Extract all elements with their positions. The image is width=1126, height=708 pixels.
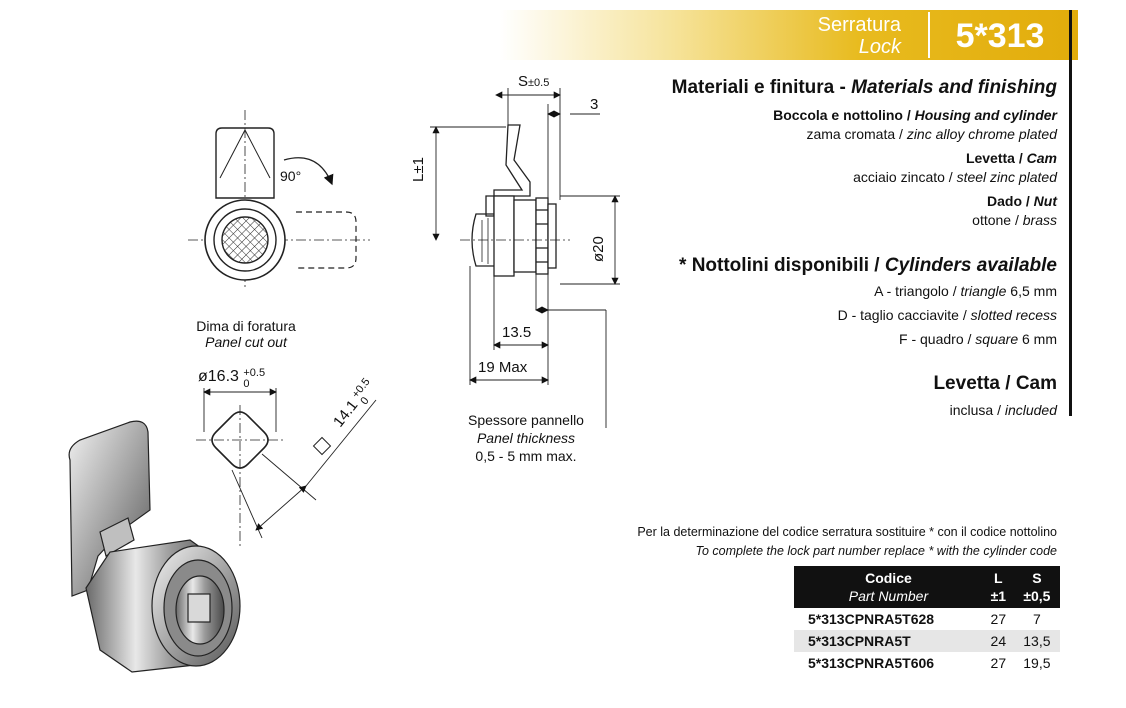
table-row: 5*313CPNRA5T 24 13,5 [794,630,1060,652]
cylinder-option-d: D - taglio cacciavite / slotted recess [838,307,1057,323]
dim-3-label: 3 [590,96,599,113]
cell-s: 19,5 [1023,655,1051,671]
header-separator [928,12,930,58]
header-title: Serratura Lock [818,14,901,58]
col-l-tolerance: ±1 [990,588,1007,604]
cell-code: 5*313CPNRA5T606 [808,655,935,671]
material-value-en: zinc alloy chrome plated [906,126,1057,142]
material-part-1: Boccola e nottolino / Housing and cylind… [773,107,1057,123]
l-dimension-label: L±1 [410,157,427,182]
header-title-en: Lock [858,36,901,58]
material-part-en: Nut [1033,193,1057,209]
cylinders-heading: * Nottolini disponibili / Cylinders avai… [679,255,1057,277]
material-value-it: ottone / [972,212,1023,228]
note-en: To complete the lock part number replace… [695,544,1057,558]
tolerance-upper: +0.5 [243,367,266,379]
cylinders-heading-en: Cylinders available [884,255,1057,276]
col-s-title: S [1032,570,1042,586]
cam-included-en: included [1004,402,1057,418]
material-value-3: ottone / brass [972,212,1057,228]
cylinder-option-it: D - taglio cacciavite / [837,307,971,323]
panel-thickness-label: Spessore pannello Panel thickness 0,5 - … [456,411,596,465]
dim-19-max-label: 19 Max [478,359,528,376]
header-title-it: Serratura [817,14,901,36]
material-value-en: steel zinc plated [956,169,1057,185]
cell-code: 5*313CPNRA5T628 [808,611,935,627]
material-part-3: Dado / Nut [987,193,1057,209]
cutout-label: Dima di foratura Panel cut out [190,318,302,350]
cylinder-option-f: F - quadro / square 6 mm [899,331,1057,347]
note-it: Per la determinazione del codice serratu… [637,525,1057,539]
cam-included: inclusa / included [950,402,1057,418]
material-value-1: zama cromata / zinc alloy chrome plated [806,126,1057,142]
cylinders-heading-it: * Nottolini disponibili / [679,255,885,276]
materials-heading: Materiali e finitura - Materials and fin… [672,77,1057,99]
col-code-subtitle: Part Number [848,588,929,604]
cylinder-option-it: F - quadro / [899,331,976,347]
cam-included-it: inclusa / [949,402,1005,418]
cell-s: 7 [1032,611,1041,627]
material-part-it: Boccola e nottolino / [773,107,915,123]
product-code: 5*313 [955,17,1045,55]
materials-heading-en: Materials and finishing [851,77,1057,98]
col-s-header: S ±0,5 [1013,566,1060,608]
cylinder-option-it: A - triangolo / [874,283,961,299]
rotation-label: 90° [280,168,302,184]
cell-l: 24 [982,630,1014,652]
cylinder-option-en: triangle [960,283,1007,299]
diameter-20-label: ø20 [590,236,607,262]
front-view [188,110,370,290]
cell-code: 5*313CPNRA5T [794,630,983,652]
table-row: 5*313CPNRA5T606 27 19,5 [794,652,1060,674]
s-label: S [518,73,529,90]
cutout-label-it: Dima di foratura [196,318,296,334]
material-part-it: Levetta / [965,150,1027,166]
material-value-it: zama cromata / [806,126,907,142]
material-part-en: Cam [1026,150,1057,166]
header-right-rule [1069,10,1072,416]
material-value-2: acciaio zincato / steel zinc plated [853,169,1057,185]
panel-cutout [196,388,377,548]
material-part-en: Housing and cylinder [914,107,1057,123]
panel-thickness-en: Panel thickness [476,430,576,446]
side-view [460,124,570,277]
panel-thickness-it: Spessore pannello [468,412,584,428]
col-l-header: L ±1 [982,566,1014,608]
side-dimensions [430,88,620,428]
col-s-tolerance: ±0,5 [1023,588,1051,604]
lock-photo [68,420,241,673]
tolerance-lower: 0 [243,378,250,390]
materials-heading-it: Materiali e finitura - [671,77,852,98]
cylinder-option-a: A - triangolo / triangle 6,5 mm [874,283,1057,299]
material-value-it: acciaio zincato / [853,169,957,185]
dim-13-5-label: 13.5 [502,324,532,341]
header-band [500,10,1078,60]
col-l-title: L [994,570,1003,586]
panel-thickness-range: 0,5 - 5 mm max. [475,448,577,464]
cylinder-option-en: square [975,331,1019,347]
s-tolerance: ±0.5 [528,77,550,89]
cylinder-option-size: 6 mm [1018,331,1057,347]
cutout-diameter-label: ø16.3 +0.5 0 [198,368,265,390]
material-value-en: brass [1022,212,1057,228]
cutout-label-en: Panel cut out [205,334,287,350]
cutout-diameter-tolerance: +0.5 0 [243,368,265,390]
material-part-2: Levetta / Cam [966,150,1057,166]
cam-heading: Levetta / Cam [933,373,1057,394]
cell-l: 27 [990,655,1007,671]
table-row: 5*313CPNRA5T628 27 7 [794,608,1060,630]
col-code-title: Codice [865,570,912,586]
cutout-diameter: ø16.3 [198,368,239,385]
cell-s: 13,5 [1013,630,1060,652]
cylinder-option-en: slotted recess [970,307,1057,323]
cylinder-option-size: 6,5 mm [1006,283,1057,299]
material-part-it: Dado / [987,193,1034,209]
cell-l: 27 [990,611,1007,627]
s-dimension-label: S±0.5 [518,73,549,90]
